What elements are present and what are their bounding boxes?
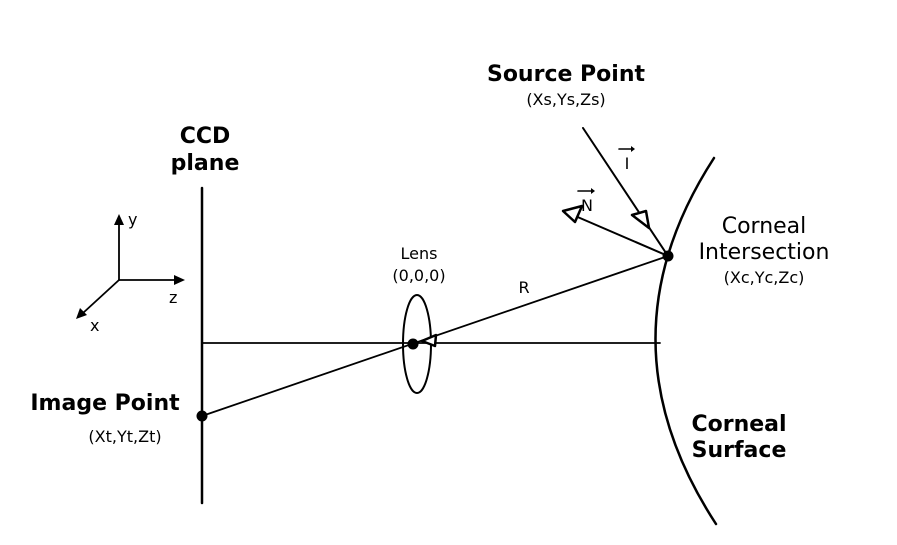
normal-vector-line [565, 211, 669, 257]
lens-title: Lens [401, 244, 438, 263]
corneal-surface-line1: Corneal [691, 412, 786, 437]
z-axis-arrow [174, 275, 185, 285]
ray-arrowhead [420, 333, 438, 348]
corneal-intersection-line1: Corneal [722, 214, 807, 239]
corneal-surface-line2: Surface [692, 438, 787, 463]
normal-arrowhead [561, 204, 584, 224]
axis-x-label: x [90, 316, 99, 335]
corneal-surface-arc [654, 156, 718, 526]
lens-center-dot [407, 338, 419, 350]
axis-y-label: y [128, 210, 137, 229]
ccd-plane-label-line2: plane [171, 151, 240, 176]
y-axis-arrow [114, 214, 124, 225]
lens-coords: (0,0,0) [392, 266, 445, 285]
vector-i-overbar-tip [631, 146, 635, 152]
vector-n-label: N [581, 196, 593, 215]
corneal-intersection-dot [662, 250, 674, 262]
vector-i-label: I [625, 154, 630, 173]
vector-n-overbar-tip [591, 188, 595, 194]
ccd-plane-label-line1: CCD [180, 124, 231, 149]
coordinate-axes [76, 214, 185, 319]
x-axis-line [82, 279, 120, 314]
x-axis-arrow [76, 308, 87, 319]
corneal-intersection-line2: Intersection [699, 240, 830, 265]
incident-vector-line [582, 127, 669, 257]
source-point-title: Source Point [487, 62, 646, 87]
image-point-coords: (Xt,Yt,Zt) [88, 427, 161, 446]
incident-arrowhead [630, 209, 651, 230]
axis-z-label: z [169, 288, 177, 307]
image-point-dot [196, 410, 208, 422]
corneal-intersection-coords: (Xc,Yc,Zc) [724, 268, 805, 287]
source-point-coords: (Xs,Ys,Zs) [526, 90, 605, 109]
image-point-title: Image Point [30, 391, 180, 416]
ray-r-label: R [518, 278, 529, 297]
